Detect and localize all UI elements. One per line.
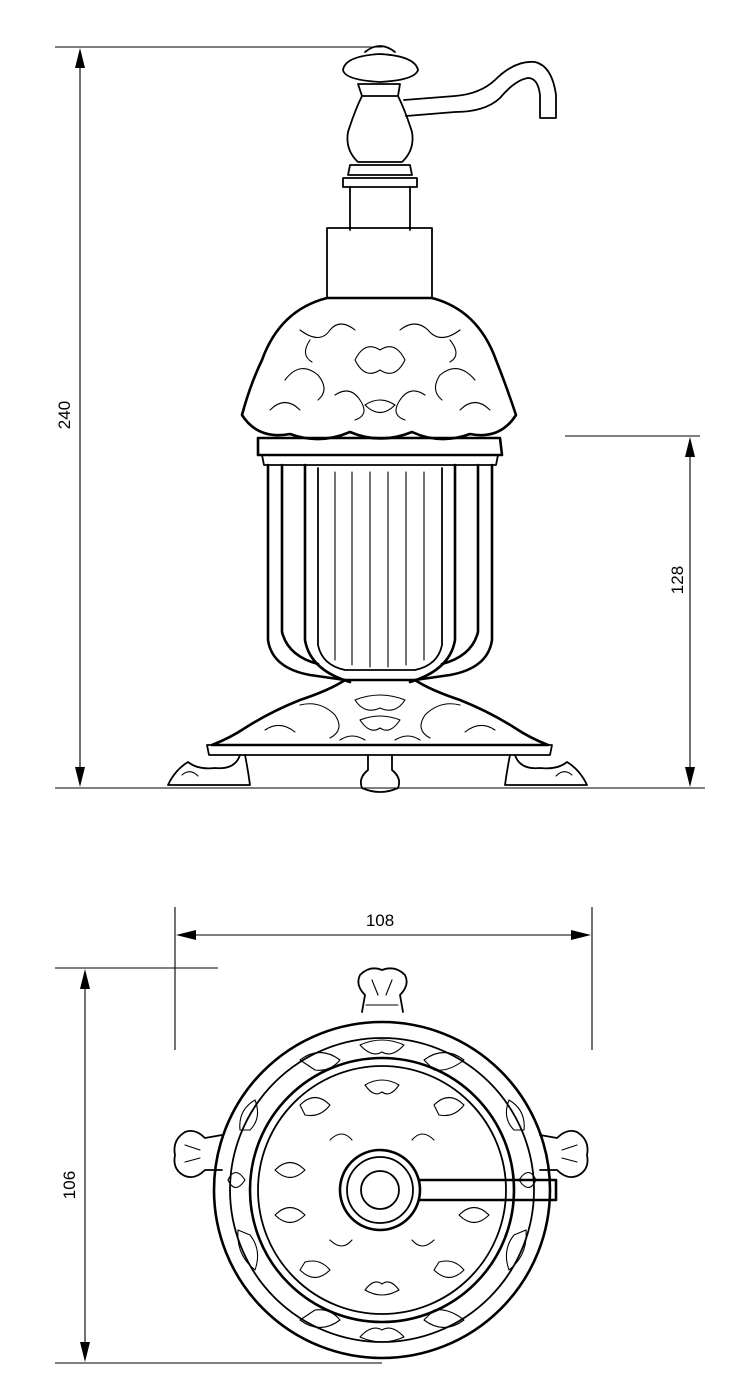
feet [167,754,588,793]
ceramic-dome [240,296,518,441]
pump-head [326,45,557,299]
dim-label-cage-height: 128 [668,566,687,594]
spout-top [418,1178,558,1202]
top-view [173,967,589,1360]
wire-cage [266,463,494,684]
dimension-top-depth: 106 [55,967,382,1364]
dome-outline [248,1056,516,1324]
collar-ring [256,436,504,457]
ornamental-base [206,678,553,756]
dimension-cage-height: 128 [565,435,705,789]
dim-label-top-width: 108 [366,911,394,930]
base-outline [212,1020,552,1360]
dimension-top-width: 108 [174,907,593,1050]
dim-label-total-height: 240 [55,401,74,429]
pump-collar [338,1148,422,1232]
dimension-total-height: 240 [55,46,382,787]
dim-label-top-depth: 106 [60,1171,79,1199]
front-view [55,45,600,793]
